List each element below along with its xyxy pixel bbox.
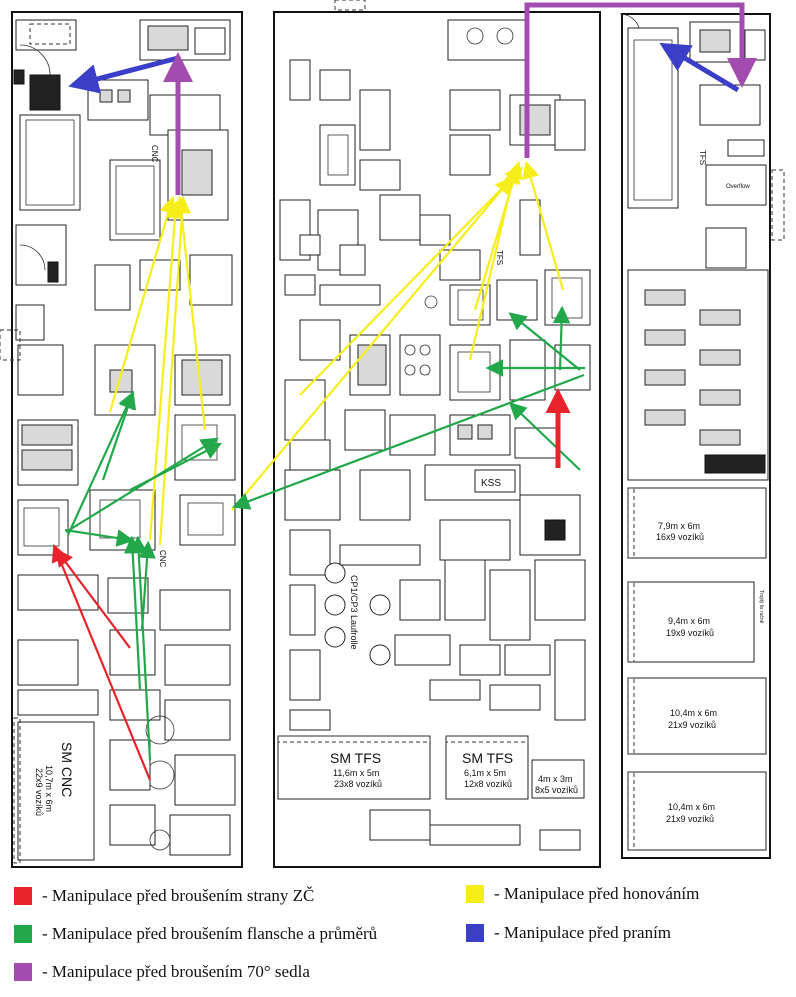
legend-label-purple: - Manipulace před broušením 70° sedla — [42, 962, 310, 981]
yellow-arrow — [299, 166, 524, 396]
green-arrow — [508, 312, 581, 371]
yellow-arrow — [158, 195, 191, 546]
sm-tfs-storage-2: SM TFS 6,1m x 5m 12x8 vozíků — [445, 735, 529, 800]
legend-item-red: - Manipulace před broušením strany ZČ — [14, 886, 314, 906]
green-arrow — [508, 401, 581, 471]
r1-dims: 7,9m x 6m — [658, 521, 700, 531]
legend-swatch-yellow — [466, 885, 484, 903]
blue-arrow — [659, 42, 740, 93]
r3-carts: 21x9 vozíků — [668, 720, 716, 730]
legend-swatch-red — [14, 887, 32, 905]
green-arrow — [552, 305, 571, 371]
sm-cnc-dims: 10,7m x 6m — [44, 765, 54, 812]
sm-tfs1-carts: 23x8 vozíků — [334, 779, 382, 789]
right-storage-1: 7,9m x 6m 16x9 vozíků — [627, 487, 767, 559]
legend-label-blue: - Manipulace před praním — [494, 923, 672, 942]
flow-red — [51, 388, 571, 781]
label-overflow: Overflow — [726, 184, 750, 190]
small-carts: 8x5 vozíků — [535, 785, 578, 795]
left-hall-machines — [0, 19, 236, 856]
flow-green — [64, 305, 585, 761]
legend-label-green: - Manipulace před broušením flansche a p… — [42, 924, 378, 943]
right-storage-2: 9,4m x 6m 19x9 vozíků Trojitý lis ručně — [627, 581, 764, 663]
green-arrow — [65, 437, 219, 533]
right-storage-4: 10,4m x 6m 21x9 vozíků — [627, 771, 767, 851]
yellow-arrow — [522, 160, 565, 291]
label-cp1: CP1/CP3 Laufrolle — [349, 575, 359, 650]
sm-tfs2-carts: 12x8 vozíků — [464, 779, 512, 789]
yellow-arrow — [231, 176, 513, 511]
sm-cnc-storage: SM CNC 10,7m x 6m 22x9 vozíků — [13, 717, 95, 864]
yellow-arrow — [473, 160, 523, 311]
green-arrow — [101, 390, 137, 481]
blue-arrow — [68, 55, 179, 94]
sm-tfs-storage-1: SM TFS 11,6m x 5m 23x8 vozíků — [277, 735, 431, 800]
label-tfs-right: TFS — [698, 150, 707, 165]
legend-swatch-green — [14, 925, 32, 943]
label-cnc-left-bottom: CNC — [158, 550, 167, 568]
green-arrow — [129, 442, 222, 491]
middle-hall-machines: KSS — [279, 0, 591, 851]
legend-item-blue: - Manipulace před praním — [466, 923, 671, 943]
green-arrow — [129, 535, 152, 761]
factory-floor-plan: SM CNC 10,7m x 6m 22x9 vozíků CNC CNC — [0, 0, 785, 868]
small-storage: 4m x 3m 8x5 vozíků — [531, 759, 585, 799]
right-hall-machines: Overflow — [619, 13, 785, 481]
legend-label-red: - Manipulace před broušením strany ZČ — [42, 886, 315, 905]
sm-tfs2-dims: 6,1m x 5m — [464, 768, 506, 778]
sm-tfs1-dims: 11,6m x 5m — [333, 768, 379, 778]
green-arrow — [66, 390, 135, 536]
right-storage-3: 10,4m x 6m 21x9 vozíků — [627, 677, 767, 755]
sm-tfs2-title: SM TFS — [462, 750, 513, 766]
legend-label-yellow: - Manipulace před honováním — [494, 884, 700, 903]
r1-carts: 16x9 vozíků — [656, 532, 704, 542]
sm-tfs1-title: SM TFS — [330, 750, 381, 766]
green-arrow — [64, 528, 135, 547]
flow-purple — [163, 2, 757, 195]
green-arrow — [138, 540, 156, 631]
label-kss: KSS — [481, 478, 501, 489]
purple-arrow — [524, 2, 757, 158]
yellow-arrow — [172, 195, 207, 431]
legend-item-yellow: - Manipulace před honováním — [466, 884, 699, 904]
r3-dims: 10,4m x 6m — [670, 708, 717, 718]
legend-swatch-blue — [466, 924, 484, 942]
yellow-arrow — [148, 200, 184, 541]
red-arrow — [55, 548, 131, 649]
label-right-vertical: Trojitý lis ručně — [758, 590, 764, 624]
sm-cnc-title: SM CNC — [59, 742, 75, 797]
r4-dims: 10,4m x 6m — [668, 802, 715, 812]
flow-yellow — [108, 160, 565, 546]
yellow-arrow — [108, 195, 177, 413]
r2-dims: 9,4m x 6m — [668, 616, 710, 626]
r4-carts: 21x9 vozíků — [666, 814, 714, 824]
r2-carts: 19x9 vozíků — [666, 628, 714, 638]
flow-blue — [68, 42, 740, 94]
legend-item-purple: - Manipulace před broušením 70° sedla — [14, 962, 310, 982]
red-arrow — [51, 543, 152, 781]
legend-swatch-purple — [14, 963, 32, 981]
green-arrow — [123, 535, 142, 691]
green-arrow — [231, 373, 585, 510]
sm-cnc-carts: 22x9 vozíků — [34, 768, 44, 816]
legend-item-green: - Manipulace před broušením flansche a p… — [14, 924, 377, 944]
label-tfs-top: TFS — [495, 250, 504, 265]
small-dims: 4m x 3m — [538, 774, 573, 784]
label-cnc-left: CNC — [150, 145, 159, 163]
